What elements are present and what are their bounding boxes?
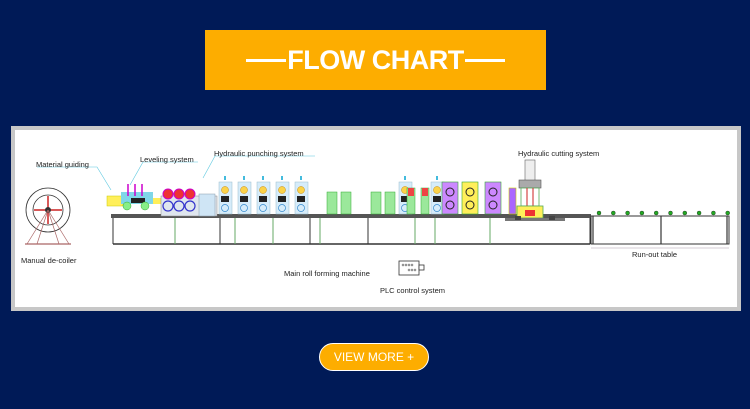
runout-roller [711, 210, 716, 216]
forming-stand [256, 176, 271, 215]
runout-roller [611, 210, 616, 216]
plc-control-icon [398, 260, 425, 276]
forming-stand [461, 181, 479, 215]
forming-stand [340, 191, 352, 215]
runout-roller [682, 210, 687, 216]
leveling-rolls [106, 184, 163, 211]
forming-stand [384, 191, 396, 215]
label-hydraulic-cutting: Hydraulic cutting system [518, 149, 600, 158]
forming-stand [294, 176, 309, 215]
title-dash-right [464, 58, 505, 62]
decoiler-icon [25, 187, 71, 245]
forming-stand [326, 191, 338, 215]
forming-stand [218, 176, 233, 215]
forming-stand [406, 187, 416, 215]
label-plc-control: PLC control system [380, 286, 446, 295]
forming-stand [441, 181, 459, 215]
flow-chart-panel: Material guiding Leveling system Hydraul… [11, 126, 741, 311]
production-line-diagram [25, 155, 730, 276]
runout-table [590, 215, 730, 249]
title-dash-left [246, 58, 287, 62]
runout-roller [668, 210, 673, 216]
runout-roller [625, 210, 630, 216]
forming-stand [430, 176, 445, 215]
forming-stand [370, 191, 382, 215]
machine-frame [111, 214, 591, 245]
forming-stand [484, 181, 502, 215]
section-title-banner: FLOW CHART [205, 30, 546, 90]
forming-stations [218, 176, 517, 215]
label-manual-decoiler: Manual de-coiler [21, 256, 77, 265]
runout-roller [696, 210, 702, 216]
runout-roller [654, 210, 659, 216]
forming-stand [508, 187, 517, 215]
forming-stand [275, 176, 290, 215]
forming-stand [237, 176, 252, 215]
runout-roller [639, 210, 645, 216]
punching-station [160, 188, 218, 217]
section-title: FLOW CHART [287, 44, 464, 75]
label-main-roll-forming: Main roll forming machine [284, 269, 370, 278]
label-leveling-system: Leveling system [140, 155, 194, 164]
label-hydraulic-punching: Hydraulic punching system [214, 149, 304, 158]
runout-roller [725, 210, 730, 216]
label-runout-table: Run-out table [632, 250, 678, 259]
view-more-button[interactable]: VIEW MORE + [319, 343, 429, 371]
cutting-machine [505, 159, 565, 221]
forming-stand [420, 187, 430, 215]
runout-roller [596, 210, 602, 216]
label-material-guiding: Material guiding [36, 160, 89, 169]
